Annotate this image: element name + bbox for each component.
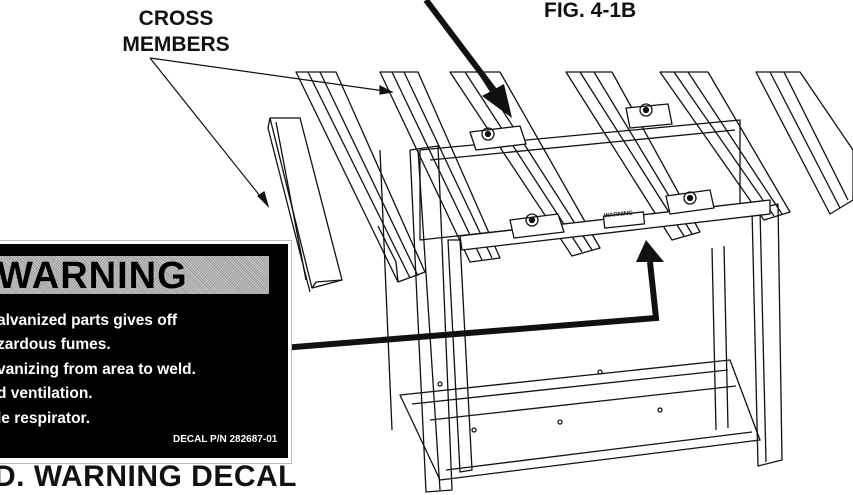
figure-arrow bbox=[423, 0, 512, 118]
warning-decal-body: WARNING alvanized parts gives off zardou… bbox=[0, 244, 288, 458]
cross-member-3 bbox=[379, 71, 501, 263]
cross-member-7 bbox=[755, 71, 853, 215]
cross-members-leaders bbox=[149, 57, 394, 209]
bottom-frame bbox=[399, 359, 761, 481]
mounting-plate-2 bbox=[625, 103, 673, 129]
warning-line-4: d ventilation. bbox=[0, 385, 93, 402]
warning-heading: WARNING bbox=[0, 255, 188, 297]
mounting-plate-3 bbox=[509, 213, 565, 239]
cross-members-label: CROSS MEMBERS bbox=[106, 6, 246, 58]
decal-arrow bbox=[281, 240, 664, 351]
cross-members-label-line1: CROSS bbox=[138, 7, 214, 30]
cross-member-6 bbox=[659, 71, 791, 221]
decal-caption: D. WARNING DECAL bbox=[0, 460, 297, 493]
warning-line-5: le respirator. bbox=[0, 410, 91, 427]
right-post bbox=[751, 203, 783, 467]
warning-line-3: vanizing from area to weld. bbox=[0, 361, 196, 378]
cross-member-4 bbox=[449, 71, 601, 257]
warning-line-1: alvanized parts gives off bbox=[0, 312, 178, 329]
warning-decal: WARNING alvanized parts gives off zardou… bbox=[0, 240, 292, 464]
figure-label: FIG. 4-1B bbox=[544, 0, 637, 22]
beam-decal bbox=[602, 211, 646, 229]
cross-member-1 bbox=[267, 117, 343, 293]
left-post bbox=[409, 145, 453, 493]
warning-heading-band: WARNING bbox=[0, 255, 269, 297]
mounting-plate-4 bbox=[665, 189, 715, 215]
cross-members-label-line2: MEMBERS bbox=[122, 33, 230, 56]
mounting-plate-1 bbox=[469, 125, 527, 151]
warning-line-2: zardous fumes. bbox=[0, 336, 111, 353]
decal-part-number: DECAL P/N 282687-01 bbox=[173, 434, 278, 445]
